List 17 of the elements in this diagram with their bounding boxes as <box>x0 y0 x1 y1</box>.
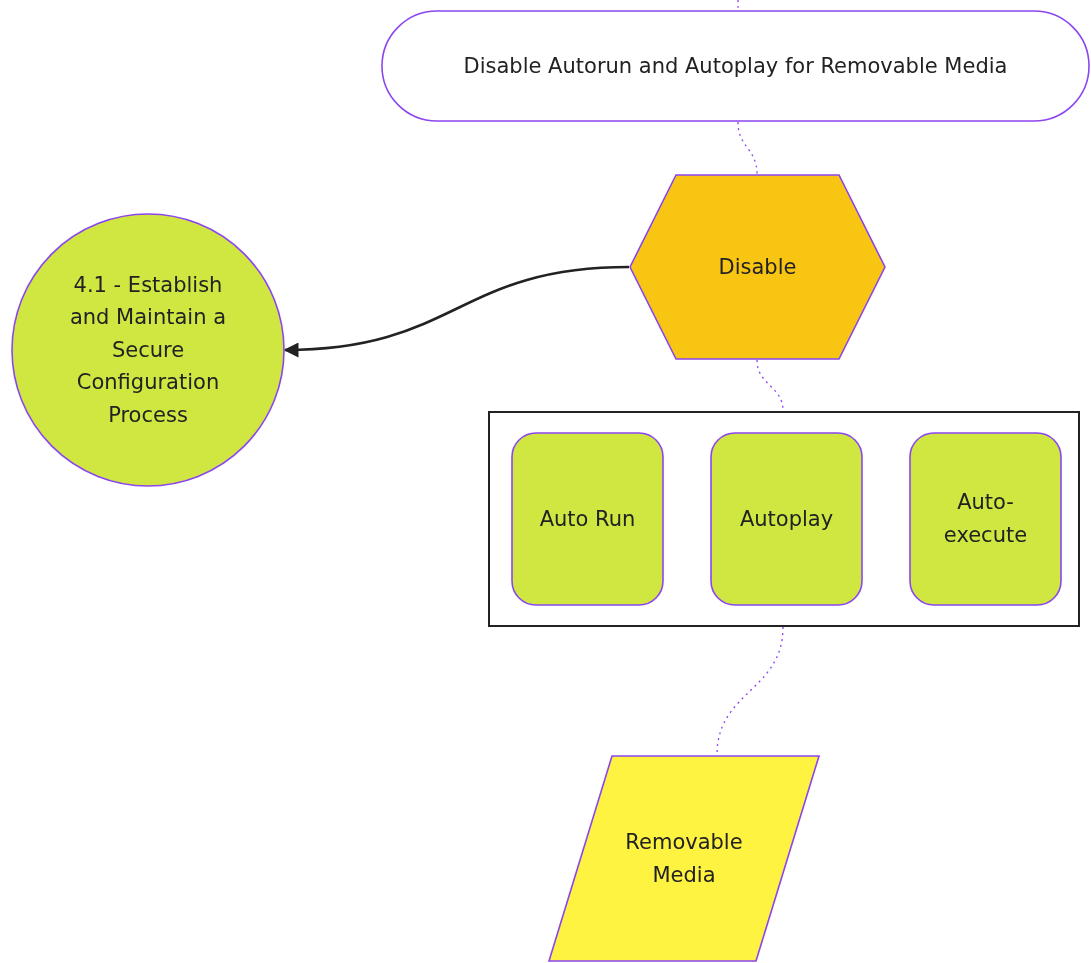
circle-node <box>11 213 285 487</box>
node-label: Autoplay <box>739 505 834 533</box>
rounded-box <box>909 432 1062 606</box>
node-label: Auto-execute <box>942 489 1029 549</box>
connector-line <box>737 121 758 175</box>
node-label: Disable Autorun and Autoplay for Removable Media <box>463 52 1008 80</box>
node-label: 4.1 - Establish and Maintain a Secure Configuration Process <box>68 271 228 429</box>
hexagon-shape <box>629 174 886 360</box>
connector-line <box>737 0 739 11</box>
parallelogram-shape <box>548 755 820 962</box>
terminator-shape <box>381 10 1090 122</box>
rounded-box <box>710 432 863 606</box>
node-label: Auto Run <box>539 505 636 533</box>
node-label: Removable Media <box>624 828 744 889</box>
group-container <box>488 411 1080 627</box>
node-label: Disable <box>718 253 797 281</box>
rounded-box <box>511 432 664 606</box>
